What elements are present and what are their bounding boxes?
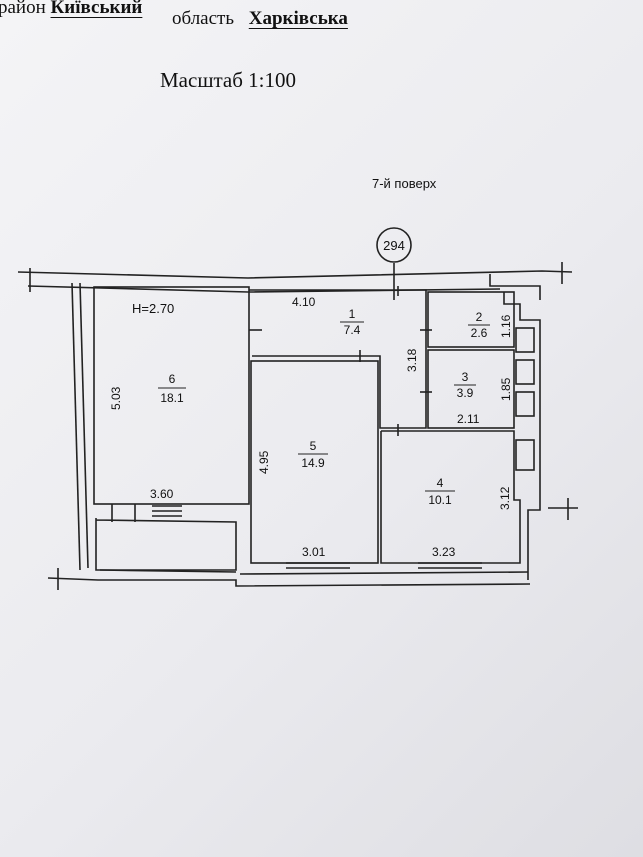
room-5-area: 14.9 xyxy=(301,456,325,470)
room-4-area: 10.1 xyxy=(428,493,452,507)
room-6-area: 18.1 xyxy=(160,391,184,405)
room-1-area: 7.4 xyxy=(344,323,361,337)
region-value: Харківська xyxy=(248,8,348,29)
room-1-outline xyxy=(249,289,427,429)
district-value: Київський xyxy=(50,0,143,18)
dim-3-18: 3.18 xyxy=(405,348,419,372)
outer-wall-bottom xyxy=(47,577,531,587)
dim-1-16: 1.16 xyxy=(499,314,513,338)
room-2-area: 2.6 xyxy=(471,326,488,340)
scale-label: Масштаб 1:100 xyxy=(160,68,297,92)
outer-wall-left xyxy=(71,282,81,571)
shaft-3 xyxy=(515,391,535,417)
dim-4-95: 4.95 xyxy=(257,450,271,474)
shaft-2 xyxy=(515,359,535,385)
balcony xyxy=(95,518,237,571)
district-prefix: район xyxy=(0,0,46,18)
room-2-number: 2 xyxy=(476,310,483,324)
room-2-outline xyxy=(427,291,515,348)
dim-3-01: 3.01 xyxy=(302,545,326,559)
room-6-number: 6 xyxy=(169,372,176,386)
room-1-number: 1 xyxy=(349,307,356,321)
room-3-outline xyxy=(427,349,515,429)
dim-3-23: 3.23 xyxy=(432,545,456,559)
room-4-outline xyxy=(380,430,521,564)
dim-2-11: 2.11 xyxy=(457,412,480,426)
ceiling-height: H=2.70 xyxy=(132,301,174,316)
outer-wall-top xyxy=(17,270,573,279)
dim-3-60: 3.60 xyxy=(150,487,174,501)
district-line: район Київський xyxy=(0,0,142,19)
floor-label: 7-й поверх xyxy=(372,176,437,191)
dim-3-12: 3.12 xyxy=(498,486,512,510)
dim-5-03: 5.03 xyxy=(109,386,123,410)
room-3-area: 3.9 xyxy=(457,386,474,400)
room-4-number: 4 xyxy=(437,476,444,490)
region-line: область Харківська xyxy=(172,8,348,30)
shaft-1 xyxy=(515,327,535,353)
building-number-circle xyxy=(376,227,412,263)
shaft-4 xyxy=(515,439,535,471)
region-prefix: область xyxy=(172,8,235,29)
dim-4-10: 4.10 xyxy=(292,295,316,309)
room-5-number: 5 xyxy=(310,439,317,453)
dim-1-85: 1.85 xyxy=(499,377,513,401)
room-3-number: 3 xyxy=(462,370,469,384)
building-number: 294 xyxy=(383,238,405,253)
room-6-outline xyxy=(93,286,250,505)
